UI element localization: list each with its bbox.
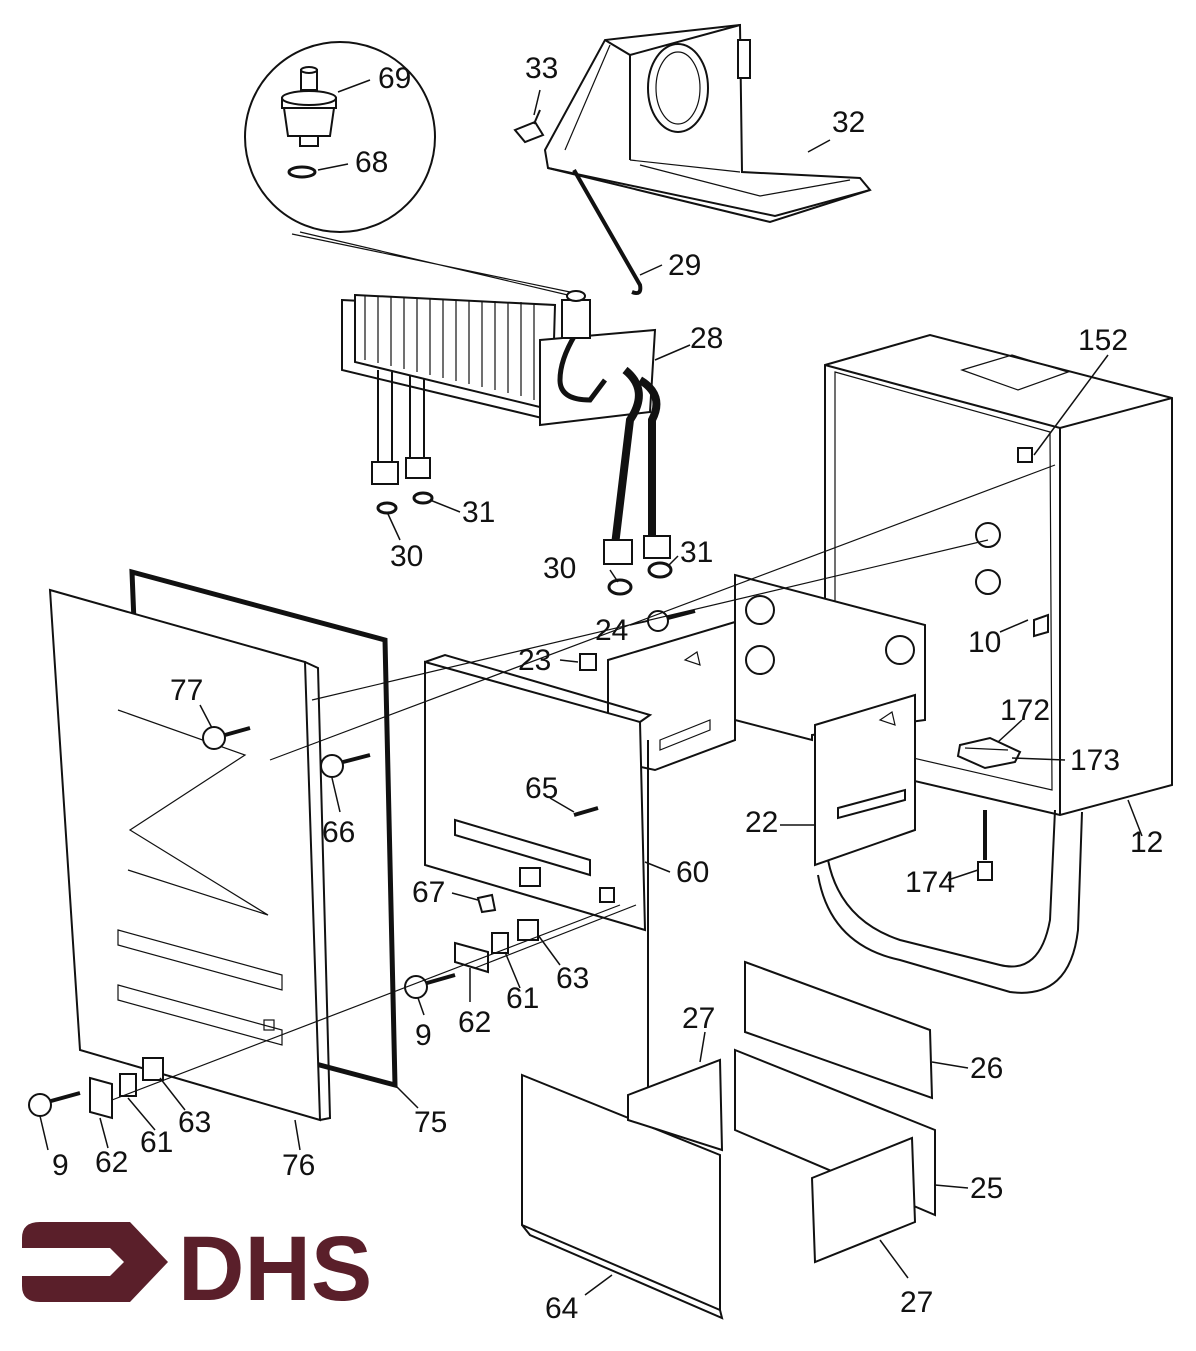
- label-31a: 31: [462, 496, 495, 529]
- label-62a: 62: [458, 1006, 491, 1039]
- label-61b: 61: [140, 1126, 173, 1159]
- flue-hood-part-32: [543, 23, 872, 224]
- label-68: 68: [355, 146, 388, 179]
- label-67: 67: [412, 876, 445, 909]
- label-24: 24: [595, 614, 628, 647]
- label-65: 65: [525, 772, 558, 805]
- label-10: 10: [968, 626, 1001, 659]
- heat-exchanger-part-28: [341, 290, 671, 565]
- label-32: 32: [832, 106, 865, 139]
- label-64: 64: [545, 1292, 578, 1325]
- label-152: 152: [1078, 324, 1128, 357]
- wing-nut-part-33: [513, 109, 545, 144]
- rod-part-29: [572, 169, 643, 296]
- label-23: 23: [518, 644, 551, 677]
- label-77: 77: [170, 674, 203, 707]
- lock-set-lower: [28, 1057, 164, 1120]
- washer-parts-30-31: [376, 491, 673, 596]
- clip-parts-172-173: [956, 736, 1022, 770]
- wing-nut-part-67: [476, 893, 497, 914]
- label-31b: 31: [680, 536, 713, 569]
- label-30b: 30: [543, 552, 576, 585]
- label-75: 75: [414, 1106, 447, 1139]
- label-22: 22: [745, 806, 778, 839]
- label-174: 174: [905, 866, 955, 899]
- screw-parts-77-66: [202, 726, 371, 778]
- label-25: 25: [970, 1172, 1003, 1205]
- label-62b: 62: [95, 1146, 128, 1179]
- dhs-logo: DHS: [22, 1218, 372, 1320]
- leader-lines: [39, 79, 1143, 1296]
- label-63a: 63: [556, 962, 589, 995]
- lock-set-upper: [404, 919, 539, 999]
- label-61a: 61: [506, 982, 539, 1015]
- label-26: 26: [970, 1052, 1003, 1085]
- logo-text: DHS: [178, 1218, 372, 1320]
- part-number-labels: 69 68 33 32 29 28 152 31 30 30 31 24 10 …: [52, 52, 1163, 1325]
- label-173: 173: [1070, 744, 1120, 777]
- label-30a: 30: [390, 540, 423, 573]
- label-69: 69: [378, 62, 411, 95]
- label-66: 66: [322, 816, 355, 849]
- label-9b: 9: [52, 1149, 69, 1182]
- label-9a: 9: [415, 1019, 432, 1052]
- front-cover-part-76: [48, 588, 332, 1122]
- screw-part-174: [977, 810, 993, 881]
- label-27b: 27: [900, 1286, 933, 1319]
- label-29: 29: [668, 249, 701, 282]
- panel-part-26: [744, 960, 934, 1100]
- label-172: 172: [1000, 694, 1050, 727]
- label-33: 33: [525, 52, 558, 85]
- air-vent-detail-callout: [244, 41, 573, 297]
- label-63b: 63: [178, 1106, 211, 1139]
- combustion-chamber-part-22: [734, 573, 926, 867]
- label-12: 12: [1130, 826, 1163, 859]
- label-27a: 27: [682, 1002, 715, 1035]
- inner-front-panel-part-60: [424, 653, 653, 932]
- label-60: 60: [676, 856, 709, 889]
- screw-nut-parts-24-23: [579, 609, 696, 671]
- label-76: 76: [282, 1149, 315, 1182]
- side-panel-part-27-left: [627, 1058, 724, 1152]
- side-panel-part-27-right: [810, 1136, 917, 1264]
- label-28: 28: [690, 322, 723, 355]
